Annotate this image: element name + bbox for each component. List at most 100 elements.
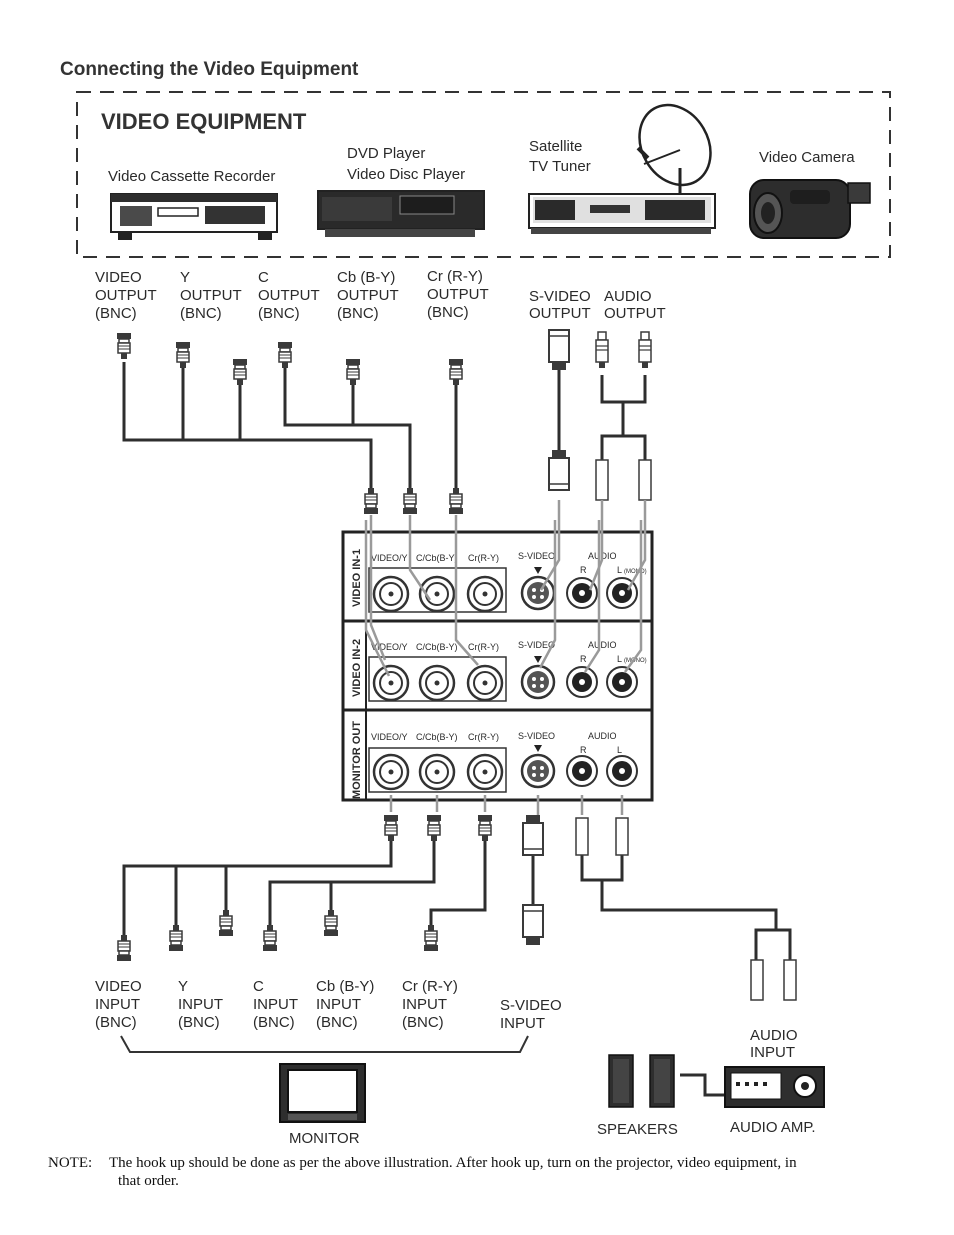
panel-row-2: VIDEO/Y C/Cb(B-Y) Cr(R-Y) S-VIDEO AUDIO … — [368, 640, 647, 702]
mon-cb-label-1: Cb (B-Y) — [316, 978, 374, 995]
satellite-label-1: Satellite — [529, 138, 582, 155]
svideo-jack[interactable] — [520, 575, 556, 611]
vcr-label: Video Cassette Recorder — [108, 168, 275, 185]
audio-amp-label: AUDIO AMP. — [730, 1119, 816, 1136]
bnc-connector — [116, 332, 132, 360]
mon-y-label-1: Y — [178, 978, 188, 995]
lower-connectors — [116, 814, 797, 1001]
monitor-input-labels: VIDEO INPUT (BNC) Y INPUT (BNC) C INPUT … — [95, 978, 562, 1032]
mon-c-label-3: (BNC) — [253, 1014, 295, 1031]
mon-y-label-2: INPUT — [178, 996, 223, 1013]
bnc-jack[interactable] — [372, 664, 410, 702]
jack-label-l: L — [617, 565, 622, 575]
bnc-connector — [477, 814, 493, 842]
mon-video-label-2: INPUT — [95, 996, 140, 1013]
bnc-connector — [448, 487, 464, 515]
jack-label-audio: AUDIO — [588, 731, 617, 741]
jack-label-mono: (MONO) — [624, 569, 647, 575]
bnc-connector — [168, 924, 184, 952]
bnc-connector — [262, 924, 278, 952]
upper-connectors — [116, 329, 652, 515]
monitor-label: MONITOR — [289, 1130, 360, 1147]
src-cb-label-3: (BNC) — [337, 305, 379, 322]
audio-input-label-2: INPUT — [750, 1044, 795, 1061]
rca-jack[interactable] — [566, 755, 598, 787]
camera-device: Video Camera — [749, 149, 871, 239]
bnc-connector — [323, 909, 339, 937]
jack-label-r: R — [580, 745, 587, 755]
mon-c-label-1: C — [253, 978, 264, 995]
svideo-jack[interactable] — [520, 664, 556, 700]
rca-jack[interactable] — [606, 755, 638, 787]
svideo-plug — [522, 904, 544, 946]
src-y-label-1: Y — [180, 269, 190, 286]
bnc-jack[interactable] — [418, 753, 456, 791]
audio-input-label-1: AUDIO — [750, 1027, 798, 1044]
vcr-device: Video Cassette Recorder — [108, 168, 278, 240]
satellite-label-2: TV Tuner — [529, 158, 591, 175]
src-video-label-1: VIDEO — [95, 269, 142, 286]
bnc-connector — [232, 358, 248, 386]
bnc-jack[interactable] — [372, 575, 410, 613]
row-label-video-in-1: VIDEO IN-1 — [351, 549, 363, 607]
jack-label-video-y: VIDEO/Y — [371, 642, 408, 652]
src-c-label-1: C — [258, 269, 269, 286]
mon-c-label-2: INPUT — [253, 996, 298, 1013]
rca-jack[interactable] — [606, 666, 638, 698]
bnc-jack[interactable] — [466, 753, 504, 791]
bnc-connector — [116, 934, 132, 962]
note-body-line-2: that order. — [118, 1173, 179, 1189]
src-y-label-2: OUTPUT — [180, 287, 242, 304]
src-audio-label-2: OUTPUT — [604, 305, 666, 322]
svideo-jack[interactable] — [520, 753, 556, 789]
mon-video-label-1: VIDEO — [95, 978, 142, 995]
svideo-plug — [522, 814, 544, 856]
jack-label-c-cb: C/Cb(B-Y) — [416, 642, 458, 652]
jack-label-r: R — [580, 565, 587, 575]
jack-label-svideo: S-VIDEO — [518, 551, 555, 561]
jack-label-svideo: S-VIDEO — [518, 731, 555, 741]
jack-label-cr: Cr(R-Y) — [468, 553, 499, 563]
src-cr-label-2: OUTPUT — [427, 286, 489, 303]
bnc-jack[interactable] — [466, 575, 504, 613]
bnc-connector — [448, 358, 464, 386]
box-title: VIDEO EQUIPMENT — [101, 109, 307, 134]
rca-jack[interactable] — [566, 666, 598, 698]
jack-label-l: L — [617, 745, 622, 755]
mon-cr-label-1: Cr (R-Y) — [402, 978, 458, 995]
bnc-jack[interactable] — [372, 753, 410, 791]
jack-label-mono: (MONO) — [624, 658, 647, 664]
bnc-connector — [175, 341, 191, 369]
jack-label-c-cb: C/Cb(B-Y) — [416, 732, 458, 742]
src-c-label-3: (BNC) — [258, 305, 300, 322]
src-y-label-3: (BNC) — [180, 305, 222, 322]
jack-label-audio: AUDIO — [588, 640, 617, 650]
bnc-jack[interactable] — [418, 664, 456, 702]
src-cb-label-1: Cb (B-Y) — [337, 269, 395, 286]
panel-row-3: VIDEO/Y C/Cb(B-Y) Cr(R-Y) S-VIDEO AUDIO … — [368, 731, 638, 793]
jack-label-video-y: VIDEO/Y — [371, 732, 408, 742]
jack-label-svideo: S-VIDEO — [518, 640, 555, 650]
bnc-connector — [423, 924, 439, 952]
jack-label-r: R — [580, 654, 587, 664]
bnc-connector — [383, 814, 399, 842]
jack-label-cr: Cr(R-Y) — [468, 642, 499, 652]
camera-label: Video Camera — [759, 149, 855, 166]
rca-plug — [595, 331, 609, 369]
mon-y-label-3: (BNC) — [178, 1014, 220, 1031]
rca-plug — [638, 331, 652, 369]
row-label-video-in-2: VIDEO IN-2 — [351, 639, 363, 697]
bnc-jack[interactable] — [466, 664, 504, 702]
dvd-device: DVD Player Video Disc Player — [317, 145, 485, 237]
row-label-monitor-out: MONITOR OUT — [351, 721, 363, 799]
connection-panel: VIDEO IN-1 VIDEO IN-2 MONITOR OUT VIDEO/… — [341, 530, 654, 802]
src-audio-label-1: AUDIO — [604, 288, 652, 305]
jack-label-l: L — [617, 654, 622, 664]
jack-label-video-y: VIDEO/Y — [371, 553, 408, 563]
jack-label-c-cb: C/Cb(B-Y) — [416, 553, 458, 563]
src-cr-label-3: (BNC) — [427, 304, 469, 321]
bnc-connector — [218, 909, 234, 937]
bnc-connector — [345, 358, 361, 386]
bnc-connector — [363, 487, 379, 515]
audio-amp-device: AUDIO AMP. — [724, 1066, 825, 1136]
